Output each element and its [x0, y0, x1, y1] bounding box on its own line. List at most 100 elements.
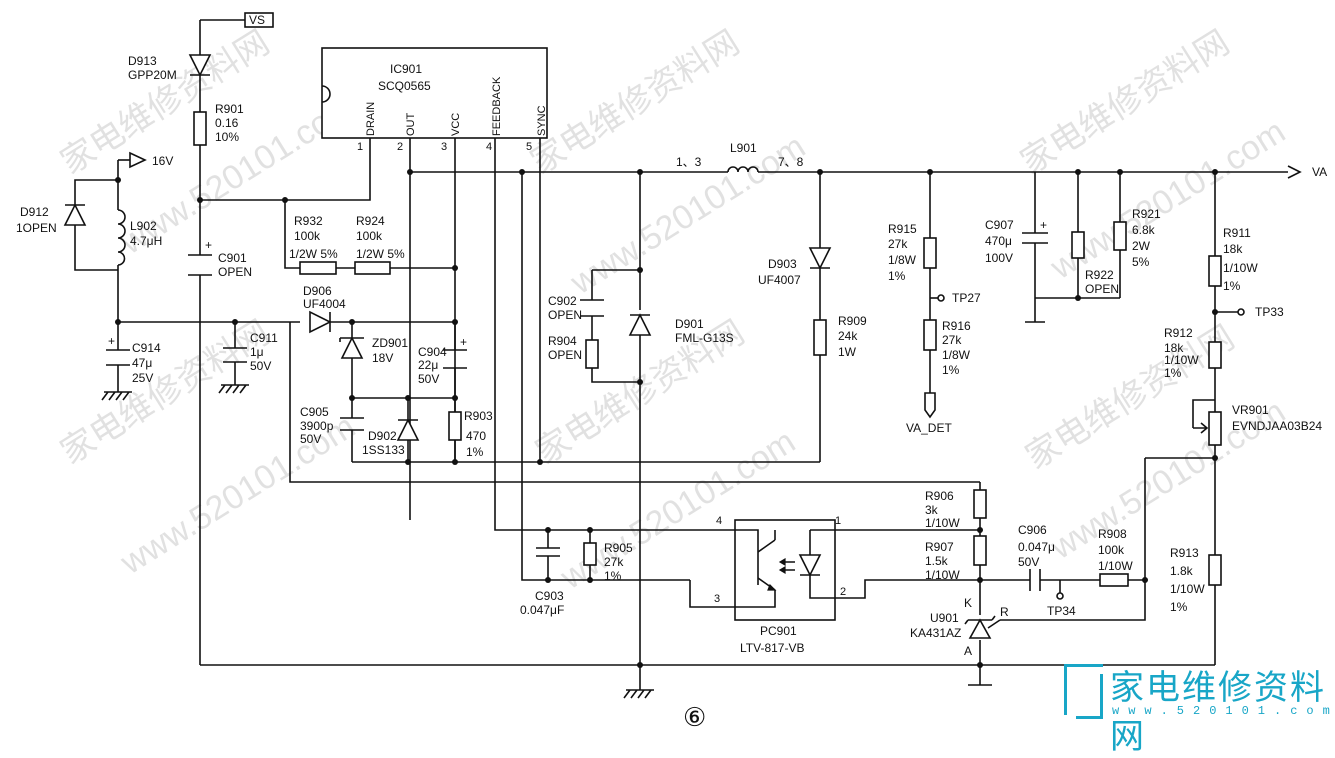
diode-d901: D901 FML-G13S — [628, 313, 734, 345]
svg-text:1/8W: 1/8W — [888, 253, 917, 267]
svg-text:25V: 25V — [132, 371, 153, 385]
net-16v-flag: 16V — [129, 151, 173, 169]
svg-text:VA_DET: VA_DET — [906, 421, 952, 435]
svg-text:C902: C902 — [548, 294, 577, 308]
svg-text:VS: VS — [249, 13, 265, 27]
svg-text:D901: D901 — [675, 317, 704, 331]
capacitor-c911: C911 1μ 50V — [223, 331, 278, 373]
svg-text:R912: R912 — [1164, 326, 1193, 340]
capacitor-c902: C902 OPEN — [548, 294, 604, 322]
svg-text:1/2W 5%: 1/2W 5% — [289, 247, 338, 261]
svg-text:6.8k: 6.8k — [1132, 223, 1156, 237]
diode-d903: D903 UF4007 — [758, 247, 832, 287]
svg-text:100k: 100k — [1098, 543, 1125, 557]
svg-text:LTV-817-VB: LTV-817-VB — [740, 641, 804, 655]
svg-text:OPEN: OPEN — [548, 308, 582, 322]
ground-symbol — [101, 391, 132, 401]
svg-text:27k: 27k — [942, 333, 962, 347]
svg-text:1/10W: 1/10W — [925, 568, 960, 582]
net-va-det-flag: VA_DET — [906, 392, 952, 435]
svg-text:R913: R913 — [1170, 546, 1199, 560]
capacitor-c901: + C901 OPEN — [188, 238, 252, 279]
ic901-pin-feedback: FEEDBACK — [491, 76, 503, 136]
resistor-r921: R921 6.8k 2W 5% — [1113, 207, 1161, 269]
svg-text:C901: C901 — [218, 251, 247, 265]
resistor-r903: R903 470 1% — [448, 409, 493, 459]
svg-text:100k: 100k — [294, 229, 321, 243]
svg-text:4: 4 — [716, 515, 722, 527]
ic901-pin-drain: DRAIN — [365, 102, 377, 136]
ic901-pin-sync: SYNC — [536, 105, 548, 136]
resistor-r907: R907 1.5k 1/10W — [925, 535, 987, 582]
resistor-r911: R911 18k 1/10W 1% — [1208, 226, 1258, 293]
ic901-pin-number: 4 — [486, 141, 492, 153]
svg-text:R906: R906 — [925, 489, 954, 503]
svg-text:1/8W: 1/8W — [942, 348, 971, 362]
svg-text:1/10W: 1/10W — [1164, 353, 1199, 367]
resistor-r915: R915 27k 1/8W 1% — [888, 222, 937, 283]
svg-text:1/10W: 1/10W — [1170, 582, 1205, 596]
svg-text:C905: C905 — [300, 405, 329, 419]
svg-text:1W: 1W — [838, 345, 857, 359]
diode-d912: D912 1OPEN — [16, 203, 87, 235]
capacitor-c905: C905 3900p 50V — [300, 405, 364, 446]
svg-text:R932: R932 — [294, 214, 323, 228]
svg-text:VR901: VR901 — [1232, 403, 1269, 417]
svg-text:D912: D912 — [20, 205, 49, 219]
capacitor-c907: + C907 470μ 100V — [985, 218, 1048, 265]
svg-text:10%: 10% — [215, 130, 239, 144]
testpoint-tp34: TP34 — [1047, 592, 1076, 618]
svg-text:UF4007: UF4007 — [758, 273, 801, 287]
svg-text:FML-G13S: FML-G13S — [675, 331, 734, 345]
svg-text:1/10W: 1/10W — [925, 516, 960, 530]
ic901-pin-number: 2 — [397, 141, 403, 153]
svg-text:4.7μH: 4.7μH — [130, 234, 162, 248]
svg-text:1.5k: 1.5k — [925, 554, 949, 568]
potentiometer-vr901: VR901 EVNDJAA03B24 — [1193, 403, 1322, 446]
resistor-r932: R932 100k 1/2W 5% — [289, 214, 338, 275]
resistor-r924: R924 100k 1/2W 5% — [354, 214, 405, 275]
svg-text:1/10W: 1/10W — [1098, 559, 1133, 573]
svg-text:D902: D902 — [368, 429, 397, 443]
svg-text:27k: 27k — [604, 555, 624, 569]
svg-text:C914: C914 — [132, 341, 161, 355]
svg-text:1/10W: 1/10W — [1223, 261, 1258, 275]
junctions — [115, 169, 1218, 668]
svg-text:R911: R911 — [1223, 226, 1251, 240]
svg-text:100V: 100V — [985, 251, 1013, 265]
svg-text:R903: R903 — [464, 409, 493, 423]
svg-text:L901: L901 — [730, 141, 757, 155]
svg-text:C911: C911 — [250, 331, 278, 345]
ground-symbol — [218, 384, 249, 394]
svg-text:OPEN: OPEN — [218, 265, 252, 279]
svg-text:+: + — [460, 335, 467, 349]
svg-text:C907: C907 — [985, 218, 1014, 232]
svg-text:TP33: TP33 — [1255, 305, 1284, 319]
svg-text:1%: 1% — [604, 569, 622, 583]
svg-text:+: + — [205, 238, 212, 252]
logo-mark — [1064, 664, 1103, 715]
svg-text:D903: D903 — [768, 257, 797, 271]
resistor-r904: R904 OPEN — [548, 334, 599, 369]
site-logo: 家电维修资料网 www.520101.com — [1058, 658, 1330, 757]
svg-text:3k: 3k — [925, 503, 939, 517]
logo-mark — [1076, 674, 1103, 719]
svg-text:R905: R905 — [604, 541, 633, 555]
svg-text:18k: 18k — [1223, 242, 1243, 256]
diode-d906: D906 UF4004 — [303, 284, 346, 334]
svg-text:家电维修资料网: 家电维修资料网 — [54, 313, 276, 471]
svg-text:L902: L902 — [130, 219, 157, 233]
capacitor-c914: + C914 47μ 25V — [106, 334, 161, 385]
svg-text:R: R — [1000, 605, 1009, 619]
svg-text:1/2W 5%: 1/2W 5% — [356, 247, 405, 261]
svg-text:+: + — [108, 334, 115, 348]
svg-text:2: 2 — [840, 586, 846, 598]
ic901: IC901 SCQ0565 DRAIN OUT VCC FEEDBACK SYN… — [321, 47, 548, 153]
svg-text:R916: R916 — [942, 319, 971, 333]
resistor-r901: R901 0.16 10% — [193, 102, 244, 146]
svg-text:1%: 1% — [1164, 366, 1182, 380]
svg-text:OPEN: OPEN — [548, 348, 582, 362]
capacitor-c906: C906 0.047μ 50V — [1018, 523, 1055, 591]
svg-text:C903: C903 — [535, 589, 564, 603]
power-supply-schematic: 家电维修资料网 www.520101.com 家电维修资料网 www.52010… — [16, 12, 1327, 732]
